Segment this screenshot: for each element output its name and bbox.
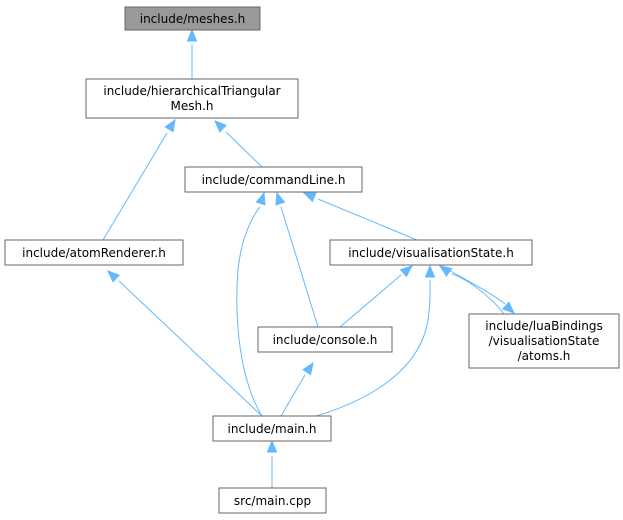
edge-atom-to-htm — [102, 118, 176, 241]
edge-lua-to-vis — [438, 265, 505, 315]
node-label: /atoms.h — [518, 349, 571, 363]
arrowhead-icon — [255, 191, 266, 206]
edge-main-to-vis — [315, 264, 436, 417]
node-label: include/visualisationState.h — [348, 246, 514, 260]
node-include-atomrenderer-h[interactable]: include/atomRenderer.h — [4, 239, 184, 266]
arrowhead-icon — [501, 301, 515, 314]
edge-maincpp-to-main — [266, 439, 278, 488]
edge-line — [280, 206, 319, 328]
node-include-main-h[interactable]: include/main.h — [212, 415, 332, 442]
node-label: include/commandLine.h — [202, 173, 346, 187]
node-label: include/console.h — [273, 333, 378, 347]
edge-line — [451, 273, 505, 315]
edge-line — [225, 131, 263, 168]
node-label: include/meshes.h — [140, 12, 246, 26]
edge-cmd-to-htm — [214, 120, 263, 168]
node-label: include/atomRenderer.h — [22, 246, 166, 260]
edge-line — [441, 265, 506, 305]
edge-main-to-console — [280, 361, 314, 417]
node-src-main-cpp[interactable]: src/main.cpp — [218, 487, 327, 514]
node-include-console-h[interactable]: include/console.h — [257, 326, 393, 353]
edge-line — [236, 206, 263, 417]
edge-main-to-atom — [107, 270, 263, 417]
nodes-layer: include/meshes.h include/hierarchicalTri… — [4, 6, 620, 514]
arrowhead-icon — [266, 439, 278, 453]
arrowhead-icon — [302, 192, 317, 203]
edge-main-to-cmd — [236, 191, 266, 417]
node-include-luabindings-visualisationstate-atoms-h[interactable]: include/luaBindings /visualisationState … — [468, 313, 620, 369]
node-label: include/hierarchicalTriangular — [103, 84, 280, 98]
edge-line — [102, 132, 168, 241]
edge-vis-to-cmd — [302, 192, 418, 241]
arrowhead-icon — [399, 265, 414, 278]
edge-line — [339, 274, 402, 328]
node-label: include/main.h — [228, 422, 317, 436]
edges-layer — [102, 28, 515, 488]
arrowhead-icon — [214, 120, 227, 133]
node-include-commandline-h[interactable]: include/commandLine.h — [184, 166, 363, 193]
node-include-meshes-h[interactable]: include/meshes.h — [124, 6, 261, 31]
arrowhead-icon — [164, 118, 176, 133]
node-label: include/luaBindings — [485, 319, 602, 333]
edge-line — [280, 374, 306, 417]
edge-line — [118, 280, 263, 417]
node-label: /visualisationState — [489, 334, 600, 348]
arrowhead-icon — [438, 265, 453, 277]
node-label: Mesh.h — [170, 99, 213, 113]
node-label: src/main.cpp — [234, 494, 311, 508]
edge-console-to-vis — [339, 265, 414, 328]
arrowhead-icon — [186, 28, 198, 42]
node-include-visualisationstate-h[interactable]: include/visualisationState.h — [329, 239, 533, 266]
edge-line — [315, 279, 431, 417]
edge-htm-to-meshes — [186, 28, 198, 79]
edge-console-to-cmd — [275, 191, 319, 328]
arrowhead-icon — [275, 191, 286, 206]
edge-vis-to-lua — [441, 265, 515, 314]
node-include-hierarchicaltriangularmesh-h[interactable]: include/hierarchicalTriangular Mesh.h — [85, 78, 299, 119]
arrowhead-icon — [302, 361, 314, 376]
arrowhead-icon — [424, 264, 436, 278]
arrowhead-icon — [107, 270, 120, 283]
edge-line — [317, 198, 418, 241]
